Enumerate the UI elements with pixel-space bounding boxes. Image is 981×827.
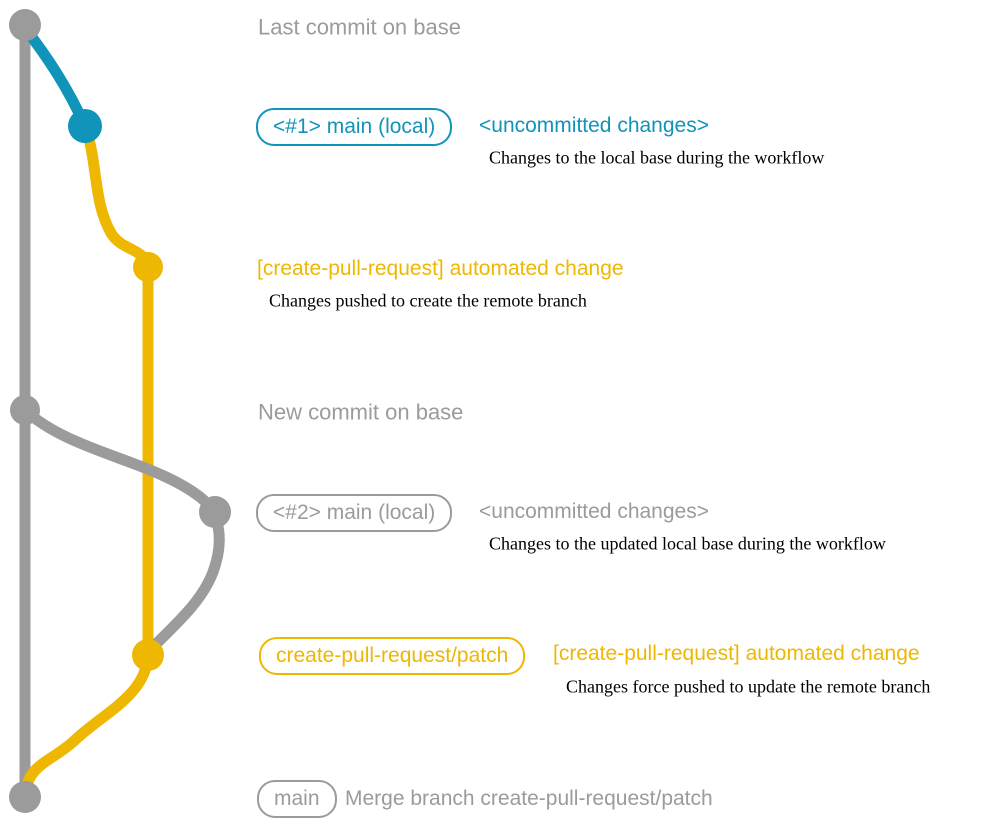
commit-dot-patch-2 bbox=[132, 639, 164, 671]
commit-dot-new-base bbox=[10, 395, 40, 425]
branch-badge-main: main bbox=[257, 779, 337, 819]
branch-badge-main-local-2-wrap: <#2> main (local) bbox=[256, 493, 453, 533]
last-commit-label: Last commit on base bbox=[258, 14, 461, 40]
description-3: Changes to the updated local base during… bbox=[489, 533, 886, 554]
branch-badge-main-local-2: <#2> main (local) bbox=[256, 493, 453, 533]
uncommitted-changes-title-2: <uncommitted changes> bbox=[479, 499, 709, 523]
patch-merge-curve bbox=[19, 649, 154, 801]
description-2: Changes pushed to create the remote bran… bbox=[269, 290, 587, 311]
commit-dot-main-1 bbox=[68, 109, 102, 143]
branch-badge-main-local-1-wrap: <#1> main (local) bbox=[256, 107, 453, 147]
automated-change-title-1: [create-pull-request] automated change bbox=[257, 256, 624, 280]
uncommitted-changes-title-1: <uncommitted changes> bbox=[479, 113, 709, 137]
commit-dot-main-2 bbox=[199, 496, 231, 528]
automated-change-title-2: [create-pull-request] automated change bbox=[553, 641, 920, 665]
commit-dot-last-base bbox=[9, 9, 41, 41]
commit-dot-patch-1 bbox=[133, 252, 163, 282]
local-main-curve-1 bbox=[19, 22, 91, 132]
description-4: Changes force pushed to update the remot… bbox=[566, 676, 931, 697]
new-commit-label: New commit on base bbox=[258, 399, 464, 425]
branch-badge-patch-wrap: create-pull-request/patch bbox=[259, 636, 526, 676]
branch-badge-main-wrap: main bbox=[257, 779, 337, 819]
description-1: Changes to the local base during the wor… bbox=[489, 147, 825, 168]
patch-branch-path bbox=[79, 120, 154, 661]
branch-badge-main-local-1: <#1> main (local) bbox=[256, 107, 453, 147]
merge-commit-title: Merge branch create-pull-request/patch bbox=[345, 786, 713, 810]
branch-badge-patch: create-pull-request/patch bbox=[259, 636, 526, 676]
local-main-curve-2 bbox=[19, 404, 225, 656]
commit-dot-merge bbox=[9, 781, 41, 813]
